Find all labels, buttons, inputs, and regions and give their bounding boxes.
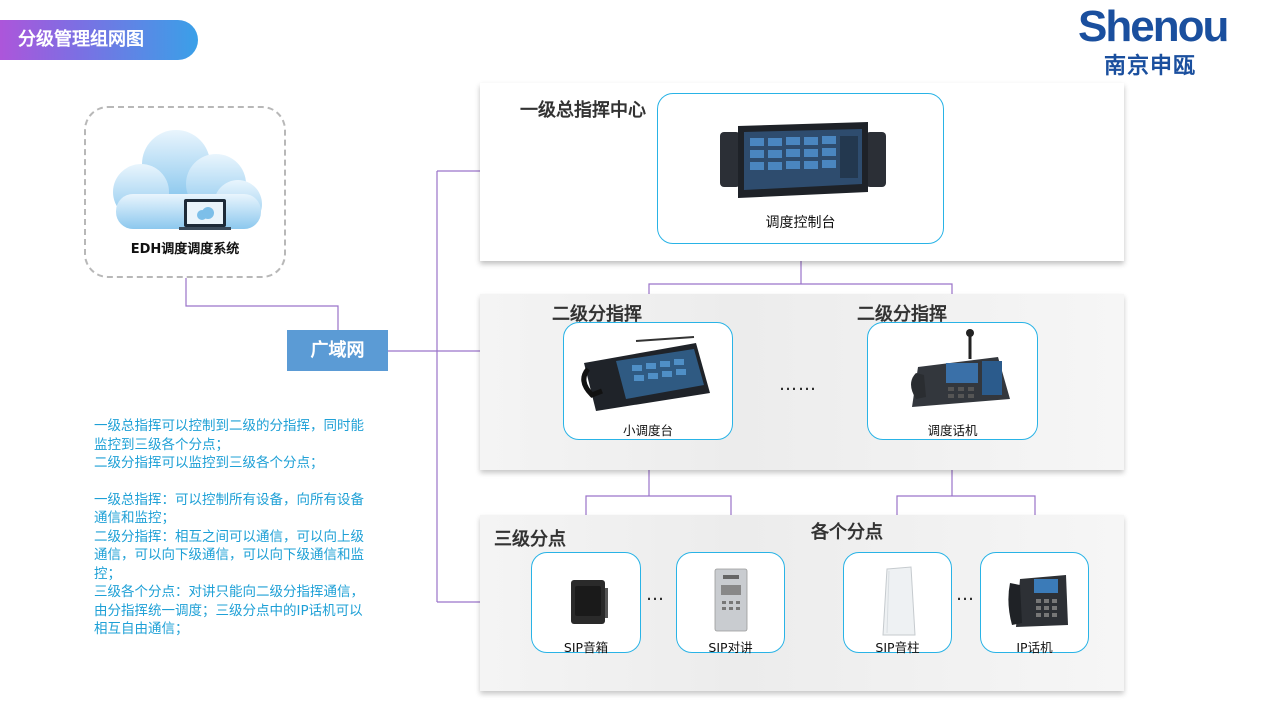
small-console-card: 小调度台 — [563, 322, 733, 440]
desc-line — [94, 473, 374, 491]
level3-ellipsis-left: … — [646, 584, 665, 605]
dispatch-console-label: 调度控制台 — [765, 215, 836, 231]
sip-intercom-label: SIP对讲 — [708, 640, 753, 655]
desc-line: 一级总指挥可以控制到二级的分指挥，同时能监控到三级各个分点； — [94, 418, 364, 453]
ip-phone-label: IP话机 — [1016, 640, 1053, 655]
small-console-label: 小调度台 — [622, 423, 673, 438]
page-title: 分级管理组网图 — [0, 20, 198, 60]
wan-box: 广域网 — [287, 330, 388, 371]
dispatch-phone-icon — [911, 329, 1010, 407]
intercom-icon — [714, 568, 748, 632]
level3-ellipsis-right: … — [956, 584, 975, 605]
desc-line: 三级各个分点：对讲只能向二级分指挥通信，由分指挥统一调度；三级分点中的IP话机可… — [94, 584, 364, 637]
edh-system-label: EDH调度调度系统 — [130, 242, 240, 257]
level1-title: 一级总指挥中心 — [520, 100, 646, 121]
dispatch-console-card: 调度控制台 — [657, 93, 944, 244]
dispatch-phone-label: 调度话机 — [927, 423, 978, 438]
level2-title-right: 二级分指挥 — [857, 304, 947, 325]
dispatch-console-icon — [720, 122, 886, 198]
speaker-icon — [571, 580, 608, 624]
column-speaker-icon — [882, 566, 916, 636]
sip-intercom-card: SIP对讲 — [676, 552, 785, 655]
level3-title-right: 各个分点 — [811, 522, 883, 543]
cloud-icon — [113, 130, 262, 230]
ip-phone-icon — [1008, 575, 1068, 627]
desc-line: 二级分指挥：相互之间可以通信，可以向上级通信，可以向下级通信，可以向下级通信和监… — [94, 528, 364, 582]
edh-system-box — [84, 106, 286, 278]
sip-column-label: SIP音柱 — [875, 640, 920, 655]
brand-logo: Shenou — [1078, 2, 1229, 51]
description-text: 一级总指挥可以控制到二级的分指挥，同时能监控到三级各个分点； 二级分指挥可以监控… — [94, 417, 374, 639]
level2-ellipsis: …… — [779, 374, 817, 395]
sip-speaker-label: SIP音箱 — [563, 640, 609, 655]
brand-logo-cn: 南京申瓯 — [1104, 54, 1197, 79]
ip-phone-card: IP话机 — [980, 552, 1089, 655]
desc-line: 二级分指挥可以监控到三级各个分点； — [94, 455, 324, 471]
level3-title-left: 三级分点 — [494, 529, 566, 550]
desc-line: 一级总指挥：可以控制所有设备，向所有设备通信和监控； — [94, 491, 364, 527]
dispatch-phone-card: 调度话机 — [867, 322, 1038, 440]
sip-speaker-card: SIP音箱 — [531, 552, 641, 655]
level2-title-left: 二级分指挥 — [552, 304, 642, 325]
small-console-icon — [581, 336, 710, 411]
sip-column-card: SIP音柱 — [843, 552, 952, 655]
